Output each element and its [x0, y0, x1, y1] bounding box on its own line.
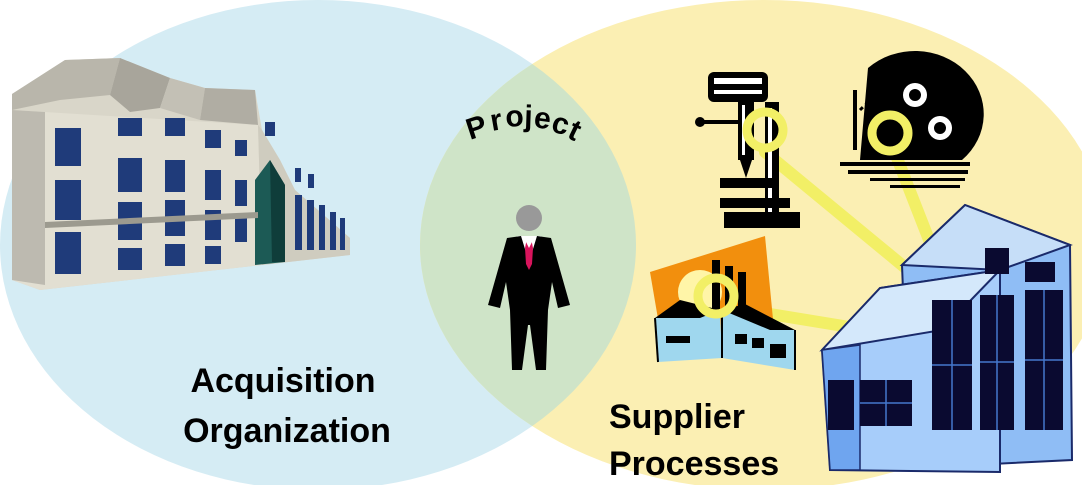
acquisition-label-line2: Organization [183, 412, 391, 450]
supplier-label-line1: Supplier [609, 398, 745, 436]
project-label-part-5: e [532, 101, 553, 136]
office-building-icon [12, 58, 350, 290]
robotic-arm-icon [840, 50, 984, 188]
factory-icon [650, 236, 796, 370]
project-overlap-region [420, 0, 636, 485]
supplier-building-icon [819, 203, 1074, 474]
businessman-icon [488, 205, 570, 370]
project-label: P r o j e c t [462, 100, 586, 148]
acquisition-label-line1: Acquisition [190, 362, 375, 400]
supplier-label-line2: Processes [609, 445, 779, 483]
project-label-part-4: j [523, 100, 533, 133]
connector-rings [693, 107, 913, 319]
project-label-part-3: o [504, 100, 525, 134]
